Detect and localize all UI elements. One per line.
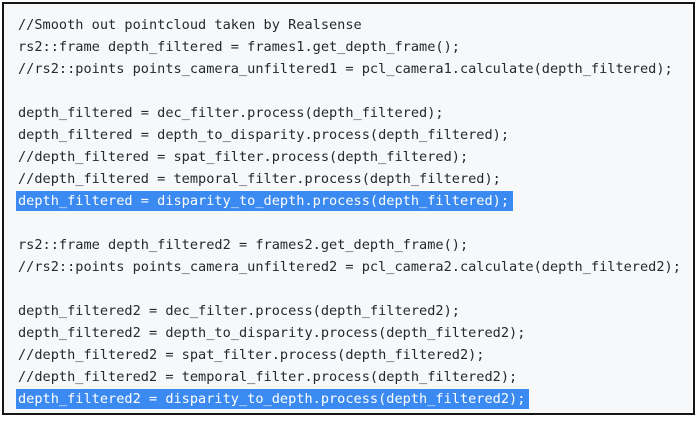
- selected-text: depth_filtered = disparity_to_depth.proc…: [16, 191, 514, 211]
- code-line: [18, 212, 693, 234]
- code-line: //Smooth out pointcloud taken by Realsen…: [18, 17, 362, 33]
- code-line: [18, 278, 693, 300]
- code-block-frame: //Smooth out pointcloud taken by Realsen…: [2, 2, 695, 415]
- code-line: depth_filtered2 = depth_to_disparity.pro…: [18, 325, 526, 341]
- code-line: depth_filtered = dec_filter.process(dept…: [18, 105, 444, 121]
- code-line: //depth_filtered = spat_filter.process(d…: [18, 149, 469, 165]
- code-line-selected: depth_filtered2 = disparity_to_depth.pro…: [16, 388, 693, 410]
- code-line: //rs2::points points_camera_unfiltered1 …: [18, 61, 673, 77]
- code-line: //depth_filtered2 = spat_filter.process(…: [18, 347, 485, 363]
- selected-text: depth_filtered2 = disparity_to_depth.pro…: [16, 389, 530, 409]
- code-line: //rs2::points points_camera_unfiltered2 …: [18, 259, 681, 275]
- code-block[interactable]: //Smooth out pointcloud taken by Realsen…: [4, 4, 693, 410]
- code-line: rs2::frame depth_filtered2 = frames2.get…: [18, 237, 469, 253]
- code-line: rs2::frame depth_filtered = frames1.get_…: [18, 39, 460, 55]
- code-line: [18, 80, 693, 102]
- code-line-selected: depth_filtered = disparity_to_depth.proc…: [16, 190, 693, 212]
- code-line: depth_filtered2 = dec_filter.process(dep…: [18, 303, 460, 319]
- code-line: //depth_filtered2 = temporal_filter.proc…: [18, 369, 518, 385]
- code-line: //depth_filtered = temporal_filter.proce…: [18, 171, 501, 187]
- code-line: depth_filtered = depth_to_disparity.proc…: [18, 127, 510, 143]
